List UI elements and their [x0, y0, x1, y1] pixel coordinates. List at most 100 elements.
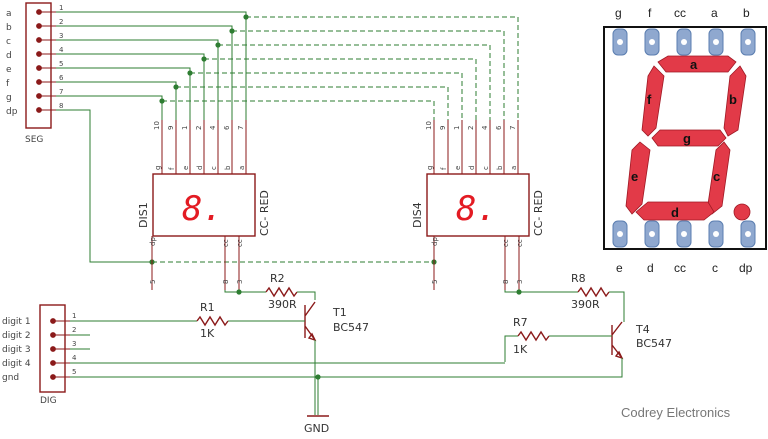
- segment-dp: [733, 203, 751, 221]
- segment-a: [657, 55, 737, 73]
- dig-pin-2: 2: [72, 326, 76, 334]
- dis4-seg-b: b: [496, 165, 504, 170]
- dis4-seg-e: e: [454, 166, 462, 170]
- diagram-bottom-e: e: [616, 261, 623, 275]
- dig-label-2: digit 2: [2, 331, 31, 341]
- diagram-top-a: a: [711, 6, 718, 20]
- r7-value: 1K: [513, 343, 528, 356]
- dis1-type: CC- RED: [258, 190, 271, 236]
- dig-label-3: digit 3: [2, 345, 31, 355]
- dis1-pin-10: 10: [153, 121, 161, 130]
- dig-pin-4: 4: [72, 354, 77, 362]
- dis1-seg-e: e: [182, 166, 190, 170]
- dis4-pin-1: 1: [453, 126, 461, 130]
- seg-label-e: e: [6, 65, 12, 75]
- brand-watermark: Codrey Electronics: [621, 405, 731, 420]
- diagram-bottom-dp: dp: [739, 261, 753, 275]
- diagram-seg-d: d: [671, 205, 679, 220]
- dig-label-gnd: gnd: [2, 373, 19, 383]
- dis1-seg-b: b: [224, 165, 232, 170]
- diagram-top-g: g: [615, 6, 622, 20]
- display-dis1: 10 9 1 2 4 6 7 g f e d c b a dp cc cc 5 …: [137, 120, 271, 290]
- driver-circuit-1: R2 390R R1 1K T1 BC547: [185, 272, 369, 415]
- dig-pin-1: 1: [72, 312, 76, 320]
- seven-segment-diagram: a b f g e c d g f cc a b e d cc c dp: [603, 6, 767, 275]
- dis4-pin-9: 9: [439, 126, 447, 130]
- seg-label-dp: dp: [6, 107, 18, 117]
- seg-label-a: a: [6, 9, 12, 19]
- seg-label-c: c: [6, 37, 11, 47]
- dis1-seg-cc-1: cc: [222, 239, 230, 247]
- dis1-seg-cc-2: cc: [236, 239, 244, 247]
- r8-name: R8: [571, 272, 586, 285]
- dis1-pin-3: 3: [236, 280, 244, 284]
- dis4-pin-3: 3: [516, 280, 524, 284]
- diagram-seg-g: g: [683, 131, 691, 146]
- dis1-pin-8: 8: [222, 280, 230, 284]
- t4-value: BC547: [636, 337, 672, 350]
- dig-label-1: digit 1: [2, 317, 31, 327]
- r2-value: 390R: [268, 298, 297, 311]
- t1-value: BC547: [333, 321, 369, 334]
- dis1-pin-9: 9: [167, 126, 175, 130]
- dis4-seg-c: c: [482, 166, 490, 170]
- diagram-top-b: b: [743, 6, 750, 20]
- diagram-seg-f: f: [647, 92, 652, 107]
- diagram-bottom-cc: cc: [674, 261, 686, 275]
- dis1-seg-d: d: [196, 166, 204, 170]
- dis4-pin-10: 10: [425, 121, 433, 130]
- gnd-label: GND: [304, 422, 329, 435]
- seg-header-name: SEG: [25, 135, 43, 145]
- dis1-seg-g: g: [154, 166, 162, 170]
- seg-pin-4: 4: [59, 46, 64, 54]
- dis1-glyph: 8.: [182, 189, 223, 229]
- dig-header: GND digit 1 digit 2 digit 3 digit 4 gnd …: [2, 304, 505, 435]
- segment-b: [723, 65, 747, 137]
- r7-name: R7: [513, 316, 528, 329]
- seg-label-d: d: [6, 51, 12, 61]
- dis1-seg-c: c: [210, 166, 218, 170]
- dis4-type: CC- RED: [532, 190, 545, 236]
- dis4-glyph: 8.: [456, 189, 497, 229]
- dis1-pin-5: 5: [149, 280, 157, 284]
- dis1-pin-7: 7: [237, 126, 245, 130]
- seg-label-g: g: [6, 93, 12, 103]
- t1-name: T1: [332, 306, 347, 319]
- dis4-pin-6: 6: [495, 125, 503, 130]
- dig-header-name: DIG: [40, 396, 57, 406]
- dis1-seg-dp: dp: [149, 237, 157, 246]
- dis4-seg-f: f: [440, 167, 448, 170]
- dis4-seg-cc-1: cc: [502, 239, 510, 247]
- dis4-seg-d: d: [468, 166, 476, 170]
- diagram-seg-a: a: [690, 57, 698, 72]
- r2-name: R2: [270, 272, 285, 285]
- diagram-top-f: f: [648, 6, 652, 20]
- seg-header: a b c d e f g dp 1 2 3 4 5 6 7 8 SEG: [6, 2, 64, 145]
- diagram-seg-e: e: [631, 169, 638, 184]
- segment-g: [651, 129, 727, 147]
- dis1-pin-4: 4: [209, 125, 217, 130]
- diagram-top-cc: cc: [674, 6, 686, 20]
- dis4-pin-5: 5: [431, 280, 439, 284]
- diagram-bottom-c: c: [712, 261, 718, 275]
- driver-circuit-4: R8 390R R7 1K T4 BC547: [318, 272, 672, 378]
- seg-pin-5: 5: [59, 60, 63, 68]
- seg-pin-6: 6: [59, 74, 64, 82]
- seg-label-f: f: [6, 79, 10, 89]
- dig-label-4: digit 4: [2, 359, 31, 369]
- seg-pin-1: 1: [59, 4, 63, 12]
- segment-f: [641, 65, 665, 137]
- diagram-seg-b: b: [729, 92, 737, 107]
- seg-pin-3: 3: [59, 32, 63, 40]
- display-dis4: 10 9 1 2 4 6 7 g f e d c b a dp cc cc 5 …: [411, 120, 545, 290]
- diagram-seg-c: c: [713, 169, 720, 184]
- dis4-name: DIS4: [411, 202, 424, 228]
- dis1-pin-2: 2: [195, 126, 203, 130]
- dis4-pin-2: 2: [467, 126, 475, 130]
- dis4-seg-a: a: [510, 166, 518, 170]
- seg-pin-7: 7: [59, 88, 63, 96]
- dis1-pin-6: 6: [223, 125, 231, 130]
- dis4-pin-8: 8: [502, 280, 510, 284]
- dis1-name: DIS1: [137, 202, 150, 228]
